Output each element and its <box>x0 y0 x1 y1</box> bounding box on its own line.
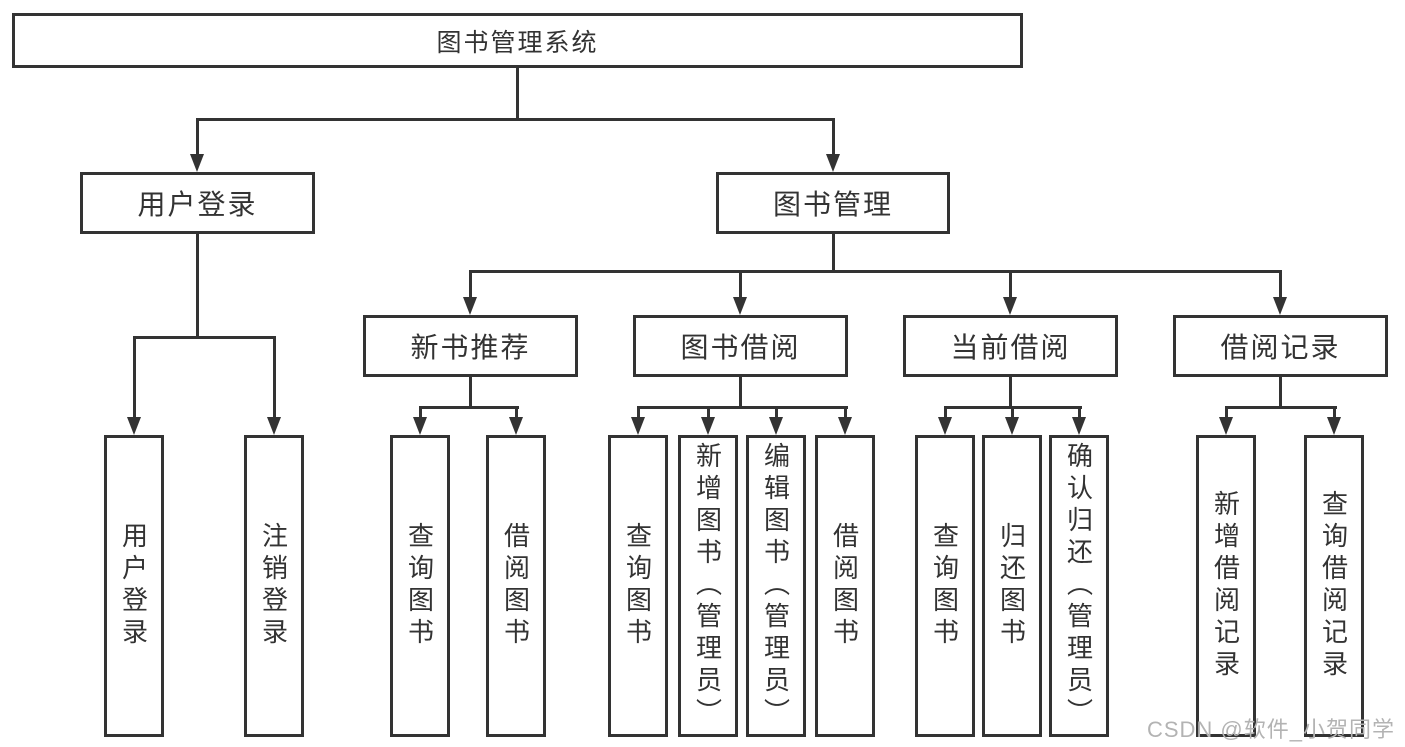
connector-vline <box>1009 377 1012 408</box>
node-root: 图书管理系统 <box>12 13 1023 68</box>
connector-vline <box>944 407 947 419</box>
arrow-down-icon <box>190 154 204 172</box>
arrow-down-icon <box>1273 297 1287 315</box>
connector-hline <box>196 118 835 121</box>
leaf-query-books: 查询图书 <box>390 435 450 737</box>
arrow-down-icon <box>938 417 952 435</box>
connector-vline <box>196 234 199 338</box>
leaf-return-books: 归还图书 <box>982 435 1042 737</box>
connector-vline <box>419 407 422 419</box>
leaf-add-books-admin: 新增图书（管理员） <box>678 435 738 737</box>
leaf-query-borrow-record: 查询借阅记录 <box>1304 435 1364 737</box>
connector-vline <box>1279 271 1282 300</box>
arrow-down-icon <box>838 417 852 435</box>
arrow-down-icon <box>463 297 477 315</box>
node-book-borrow: 图书借阅 <box>633 315 848 377</box>
arrow-down-icon <box>1005 417 1019 435</box>
connector-vline <box>1279 377 1282 408</box>
leaf-borrow-books: 借阅图书 <box>486 435 546 737</box>
arrow-down-icon <box>413 417 427 435</box>
arrow-down-icon <box>1072 417 1086 435</box>
leaf-query-books: 查询图书 <box>608 435 668 737</box>
node-book-management: 图书管理 <box>716 172 950 234</box>
node-borrow-records: 借阅记录 <box>1173 315 1388 377</box>
connector-vline <box>775 407 778 419</box>
connector-vline <box>1333 407 1336 419</box>
connector-vline <box>516 68 519 120</box>
arrow-down-icon <box>733 297 747 315</box>
connector-vline <box>832 119 835 157</box>
connector-vline <box>1011 407 1014 419</box>
node-current-borrow: 当前借阅 <box>903 315 1118 377</box>
arrow-down-icon <box>267 417 281 435</box>
arrow-down-icon <box>1003 297 1017 315</box>
connector-vline <box>1009 271 1012 300</box>
connector-hline <box>637 406 848 409</box>
connector-vline <box>707 407 710 419</box>
connector-vline <box>469 271 472 300</box>
connector-vline <box>469 377 472 408</box>
arrow-down-icon <box>127 417 141 435</box>
arrow-down-icon <box>826 154 840 172</box>
leaf-edit-books-admin: 编辑图书（管理员） <box>746 435 806 737</box>
node-user-login: 用户登录 <box>80 172 315 234</box>
connector-vline <box>832 234 835 272</box>
connector-vline <box>133 337 136 420</box>
node-new-book-recommend: 新书推荐 <box>363 315 578 377</box>
connector-vline <box>1225 407 1228 419</box>
leaf-user-login: 用户登录 <box>104 435 164 737</box>
arrow-down-icon <box>631 417 645 435</box>
connector-vline <box>739 271 742 300</box>
connector-vline <box>637 407 640 419</box>
leaf-add-borrow-record: 新增借阅记录 <box>1196 435 1256 737</box>
connector-hline <box>469 270 1282 273</box>
arrow-down-icon <box>701 417 715 435</box>
connector-hline <box>1225 406 1337 409</box>
arrow-down-icon <box>769 417 783 435</box>
leaf-borrow-books: 借阅图书 <box>815 435 875 737</box>
connector-vline <box>844 407 847 419</box>
leaf-query-books: 查询图书 <box>915 435 975 737</box>
connector-hline <box>419 406 519 409</box>
leaf-confirm-return-admin: 确认归还（管理员） <box>1049 435 1109 737</box>
connector-vline <box>739 377 742 408</box>
connector-vline <box>515 407 518 419</box>
connector-vline <box>196 119 199 157</box>
arrow-down-icon <box>1327 417 1341 435</box>
connector-vline <box>273 337 276 420</box>
leaf-logout: 注销登录 <box>244 435 304 737</box>
connector-hline <box>133 336 276 339</box>
arrow-down-icon <box>1219 417 1233 435</box>
connector-vline <box>1078 407 1081 419</box>
arrow-down-icon <box>509 417 523 435</box>
